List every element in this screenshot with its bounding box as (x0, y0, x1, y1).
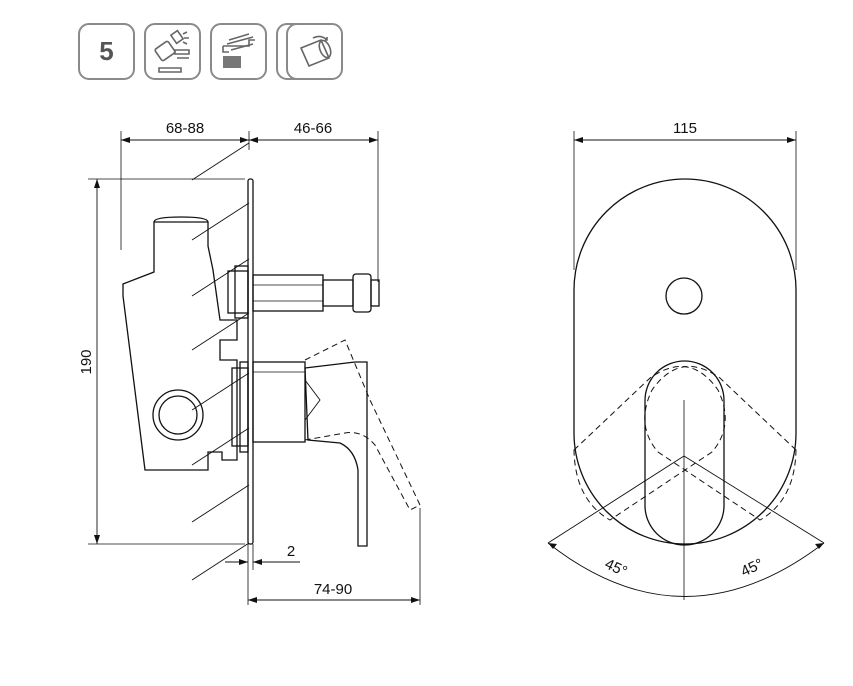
badge-number: 5 (78, 23, 135, 80)
rotation-angle-arc (547, 455, 825, 597)
badge-number-text: 5 (99, 36, 114, 66)
concealed-body (122, 221, 238, 471)
cover-plate (247, 178, 254, 545)
cleaning-spray-icon (144, 23, 201, 80)
lever-front (644, 360, 725, 546)
dim-width-label: 115 (673, 120, 697, 137)
outlet-port (152, 389, 204, 441)
cartridge-rotate-icon (286, 23, 343, 80)
angle-left-label: 45° (602, 555, 630, 580)
side-view (88, 131, 421, 605)
oval-cover-plate (573, 178, 797, 545)
lever-handle (304, 361, 368, 547)
dimension-top-right (249, 131, 379, 282)
dim-bottom-label: 74-90 (314, 581, 352, 598)
lever-handle-rotated (304, 339, 421, 511)
lever-base (231, 361, 306, 453)
front-view (547, 131, 825, 600)
dimension-plate-thickness (225, 544, 300, 605)
dim-top-left-label: 68-88 (166, 120, 204, 137)
dimension-width (573, 131, 797, 270)
dimension-top-left (120, 131, 250, 250)
dimension-height (88, 178, 245, 545)
angle-right-label: 45° (738, 555, 766, 580)
lever-rotation-outlines (573, 365, 797, 521)
dimension-bottom (248, 508, 421, 605)
feature-badges: 5 (78, 23, 333, 80)
dim-plate-label: 2 (287, 543, 295, 560)
diverter-spindle (227, 265, 380, 319)
diverter-knob (665, 277, 703, 315)
dim-top-right-label: 46-66 (294, 120, 332, 137)
water-flow-icon (210, 23, 267, 80)
dim-height-label: 190 (78, 349, 95, 374)
